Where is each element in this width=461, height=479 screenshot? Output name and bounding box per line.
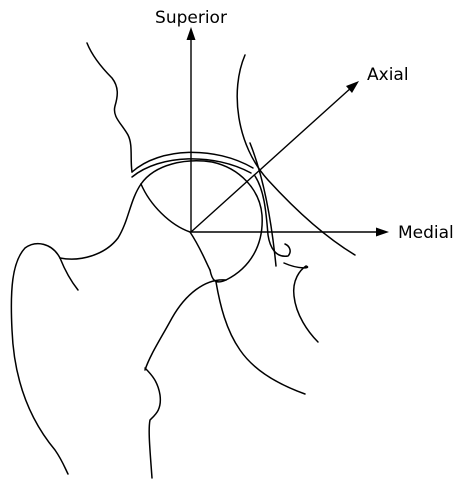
medial-arrowhead <box>376 228 389 237</box>
lesser-trochanter-outline <box>145 368 160 478</box>
axial-label: Axial <box>367 65 409 85</box>
acetabular-roof-outer <box>132 152 253 172</box>
trochanteric-fossa-line <box>60 258 78 290</box>
femoral-head-lower-edge <box>141 184 210 270</box>
medial-label: Medial <box>398 223 454 243</box>
teardrop-outline <box>255 176 290 256</box>
ischial-line <box>216 282 305 394</box>
hip-anatomy-outline <box>11 43 355 478</box>
ischium-outline <box>284 263 318 342</box>
superior-label: Superior <box>155 8 227 28</box>
femoral-head-outline <box>141 161 262 282</box>
ilium-outline <box>87 43 132 172</box>
greater-trochanter-outline <box>11 244 68 474</box>
coordinate-axes: Superior Axial Medial <box>155 8 454 243</box>
medial-femoral-shaft <box>145 280 226 370</box>
axial-axis-line <box>191 87 352 232</box>
superior-arrowhead <box>187 27 196 40</box>
femoral-neck-outline <box>60 184 141 259</box>
